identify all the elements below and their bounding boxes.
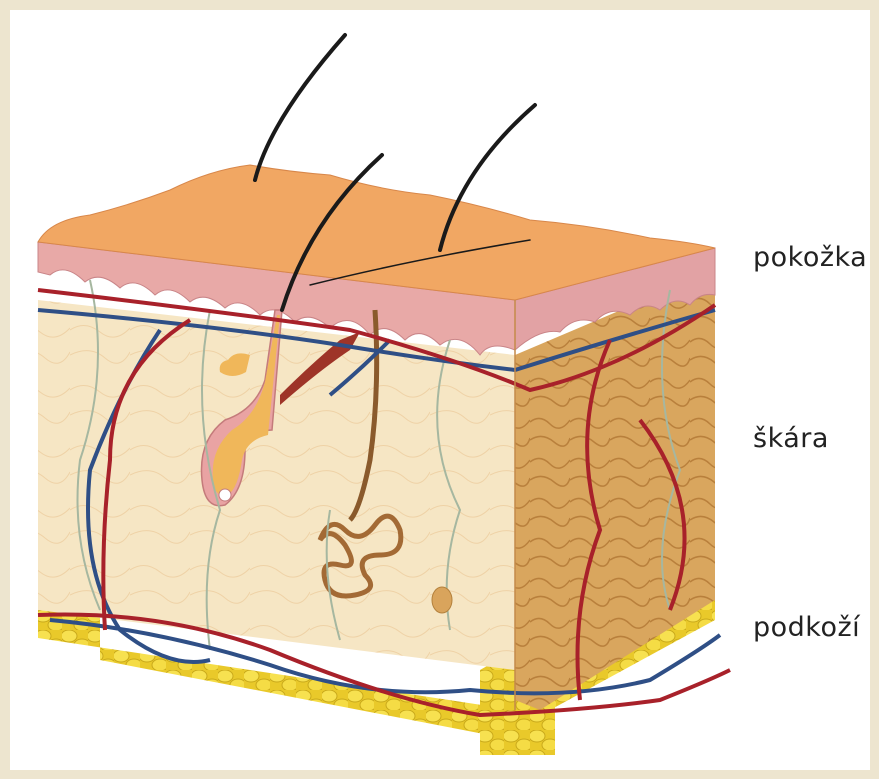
- label-hypodermis: podkoží: [753, 612, 860, 643]
- diagram-frame: pokožka škára podkoží: [10, 10, 870, 770]
- skin-cross-section-illustration: [10, 10, 870, 770]
- label-epidermis: pokožka: [753, 242, 867, 273]
- label-dermis: škára: [753, 423, 829, 454]
- pacinian-corpuscle: [432, 587, 452, 613]
- dermis-side-face: [515, 270, 715, 710]
